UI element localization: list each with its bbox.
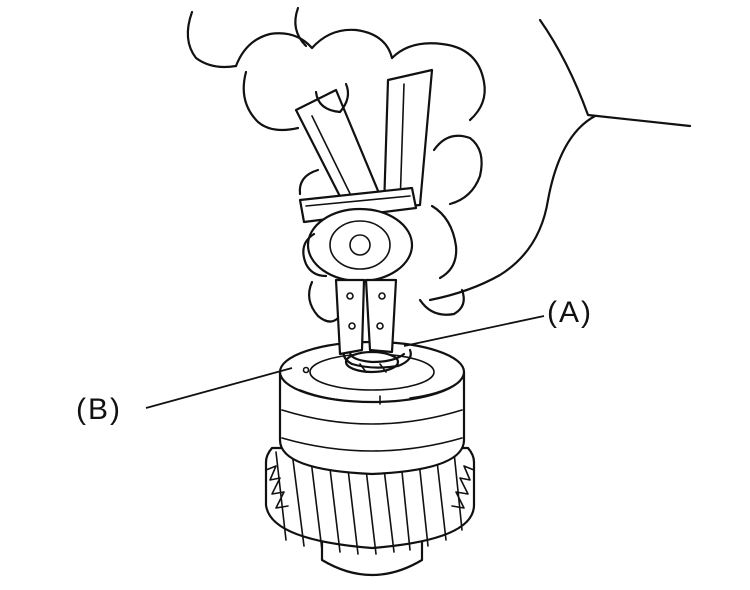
hand-icon <box>186 6 692 323</box>
callout-label-a: (A) <box>547 296 593 329</box>
snap-ring-pliers-icon <box>294 68 434 356</box>
leader-line-b <box>145 367 293 409</box>
callout-label-b: (B) <box>76 393 122 426</box>
snap-ring-icon <box>342 344 412 373</box>
leader-line-a <box>403 315 545 347</box>
gear-icon <box>264 340 476 576</box>
